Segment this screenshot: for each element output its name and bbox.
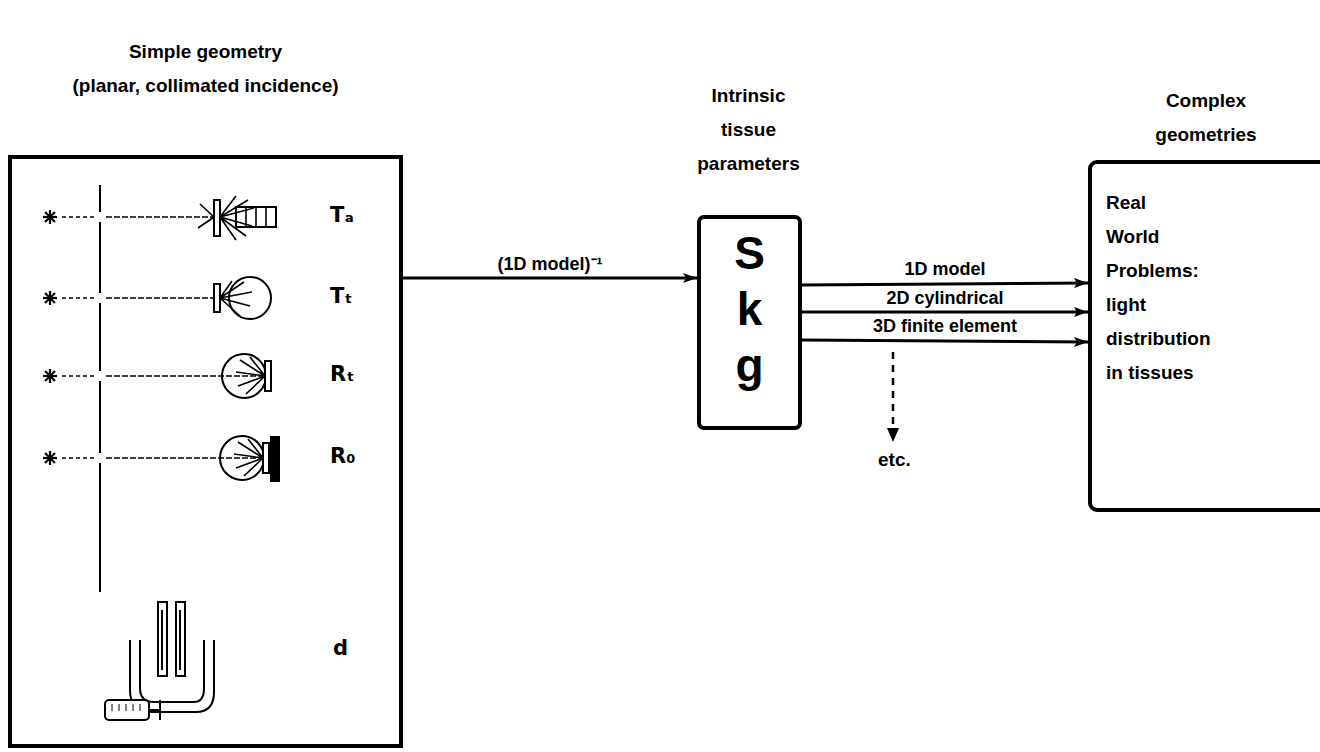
connector-arrow <box>802 311 1088 314</box>
box-heading: Intrinsictissueparameters <box>671 79 826 181</box>
tt-setup <box>62 277 271 319</box>
light-sources <box>43 210 57 465</box>
rt-setup <box>62 354 271 398</box>
parameter-symbols: Skg <box>701 225 798 393</box>
setup-label: Tₐ <box>330 203 354 227</box>
etc-arrow <box>887 352 899 442</box>
connector-arrow <box>802 283 1088 285</box>
panel-heading: Simple geometry(planar, collimated incid… <box>12 35 399 103</box>
setup-label: Rₜ <box>330 362 354 386</box>
ta-setup <box>62 196 276 240</box>
edge-label: 1D model <box>904 259 985 279</box>
r0-setup <box>62 436 280 482</box>
parameter-box: IntrinsictissueparametersSkg <box>697 215 802 430</box>
box-body: RealWorldProblems:lightdistributionin ti… <box>1106 186 1210 390</box>
edge-label: 2D cylindrical <box>886 288 1003 308</box>
setup-label: Tₜ <box>330 284 352 308</box>
box-heading: Complexgeometries <box>1088 84 1320 152</box>
connector-arrow <box>802 340 1088 342</box>
edge-label: (1D model)⁻¹ <box>498 254 603 274</box>
edge-label: 3D finite element <box>873 316 1017 336</box>
micrometer <box>105 602 214 720</box>
application-box: ComplexgeometriesRealWorldProblems:light… <box>1088 160 1320 512</box>
thimble-ticks <box>112 704 140 711</box>
setup-label: d <box>333 636 348 660</box>
connector-arrow <box>403 277 697 280</box>
setup-label: R₀ <box>330 444 355 468</box>
aperture-screen <box>99 185 101 592</box>
setup-label: etc. <box>878 448 911 472</box>
